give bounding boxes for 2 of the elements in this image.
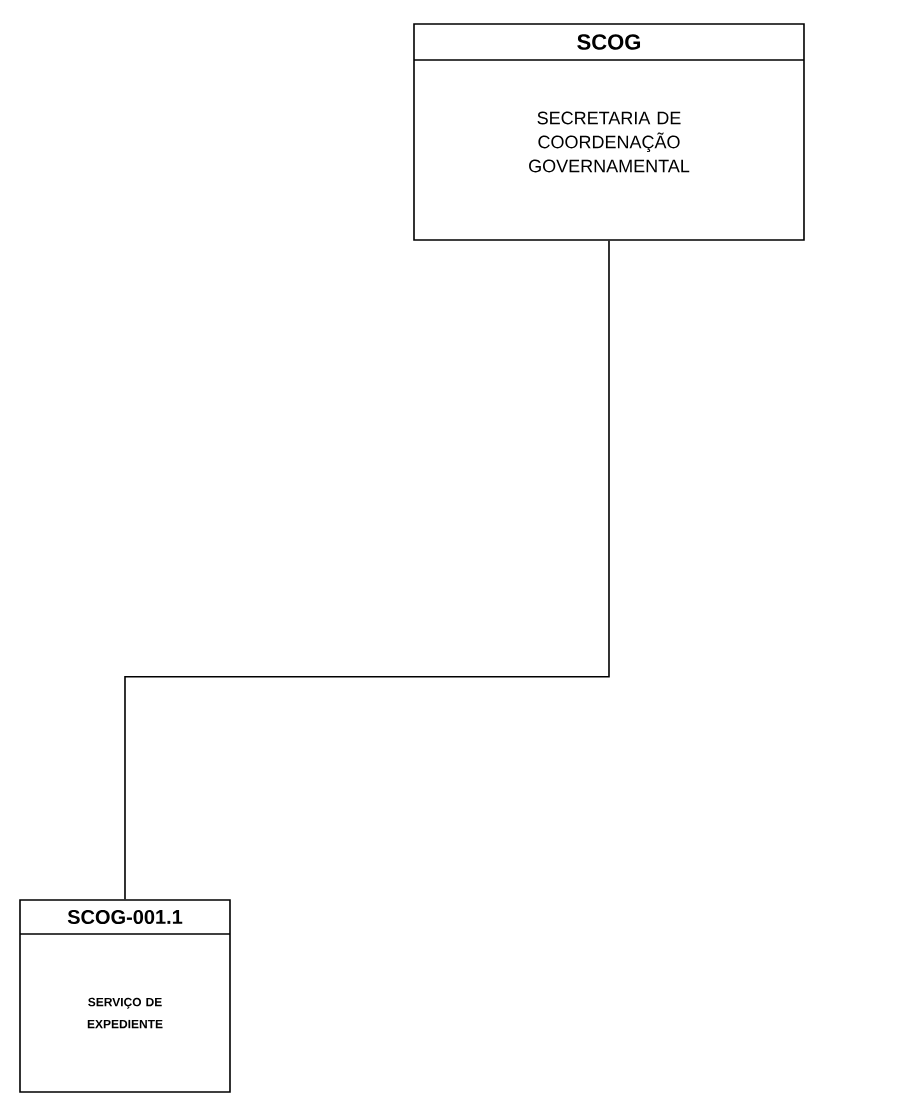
- connector-line: [124, 240, 610, 900]
- org-box: SCOG SECRETARIA DE COORDENAÇÃO GOVERNAMENTAL: [413, 23, 805, 241]
